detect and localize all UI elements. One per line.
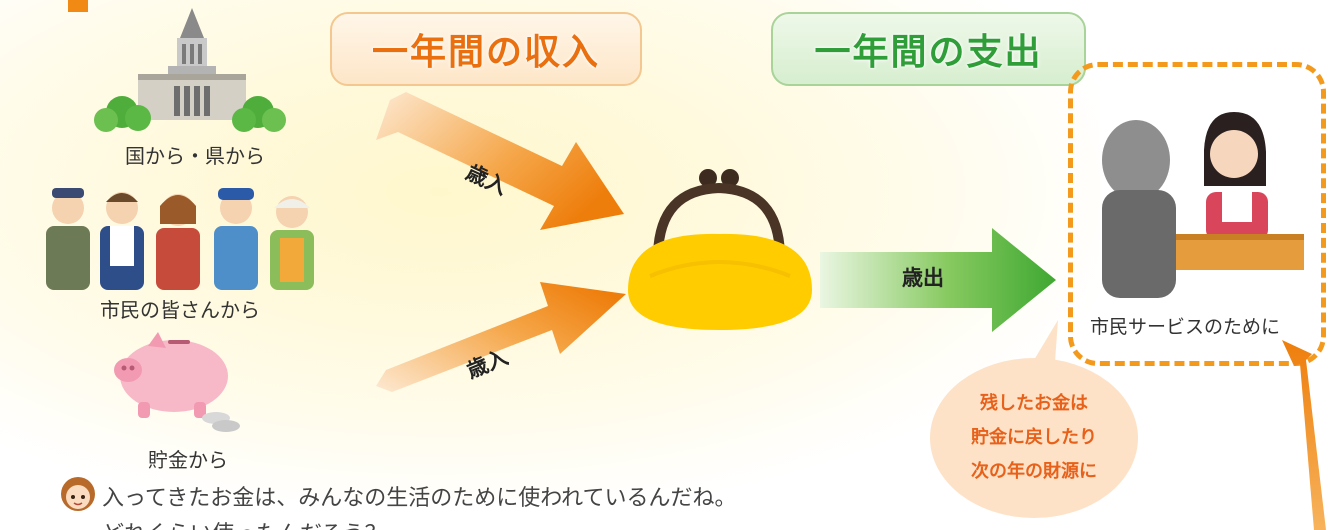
- service-label: 市民サービスのために: [1090, 316, 1281, 338]
- service-counter-icon: [1102, 112, 1304, 298]
- revenue-arrow-upper: [376, 92, 624, 230]
- return-arrow: [1282, 340, 1326, 530]
- corner-tab: [68, 0, 88, 12]
- capitol-building-icon: [94, 8, 286, 132]
- child-face-icon: [61, 477, 95, 511]
- service-box: [1068, 62, 1326, 366]
- savings-bubble: 残したお金は 貯金に戻したり 次の年の財源に: [930, 358, 1138, 518]
- bubble-line-1: 残したお金は: [980, 393, 1088, 414]
- piggy-bank-icon: [114, 332, 240, 432]
- citizens-group-icon: [46, 188, 314, 290]
- note-line-1: 入ってきたお金は、みんなの生活のために使われているんだね。: [102, 486, 737, 511]
- income-title: 一年間の収入: [330, 12, 642, 86]
- expenditure-arrow: [820, 228, 1056, 332]
- expense-title: 一年間の支出: [771, 12, 1086, 86]
- coin-purse-icon: [628, 169, 812, 330]
- note-line-2: どれくらい使ったんだろう？: [102, 516, 387, 530]
- source-savings-label: 貯金から: [148, 448, 228, 472]
- source-citizens-label: 市民の皆さんから: [100, 298, 260, 322]
- revenue-arrow-lower: [376, 282, 626, 392]
- expenditure-label: 歳出: [902, 266, 944, 290]
- source-national-label: 国から・県から: [125, 144, 265, 168]
- bubble-line-2: 貯金に戻したり: [971, 427, 1097, 448]
- bubble-line-3: 次の年の財源に: [971, 461, 1097, 482]
